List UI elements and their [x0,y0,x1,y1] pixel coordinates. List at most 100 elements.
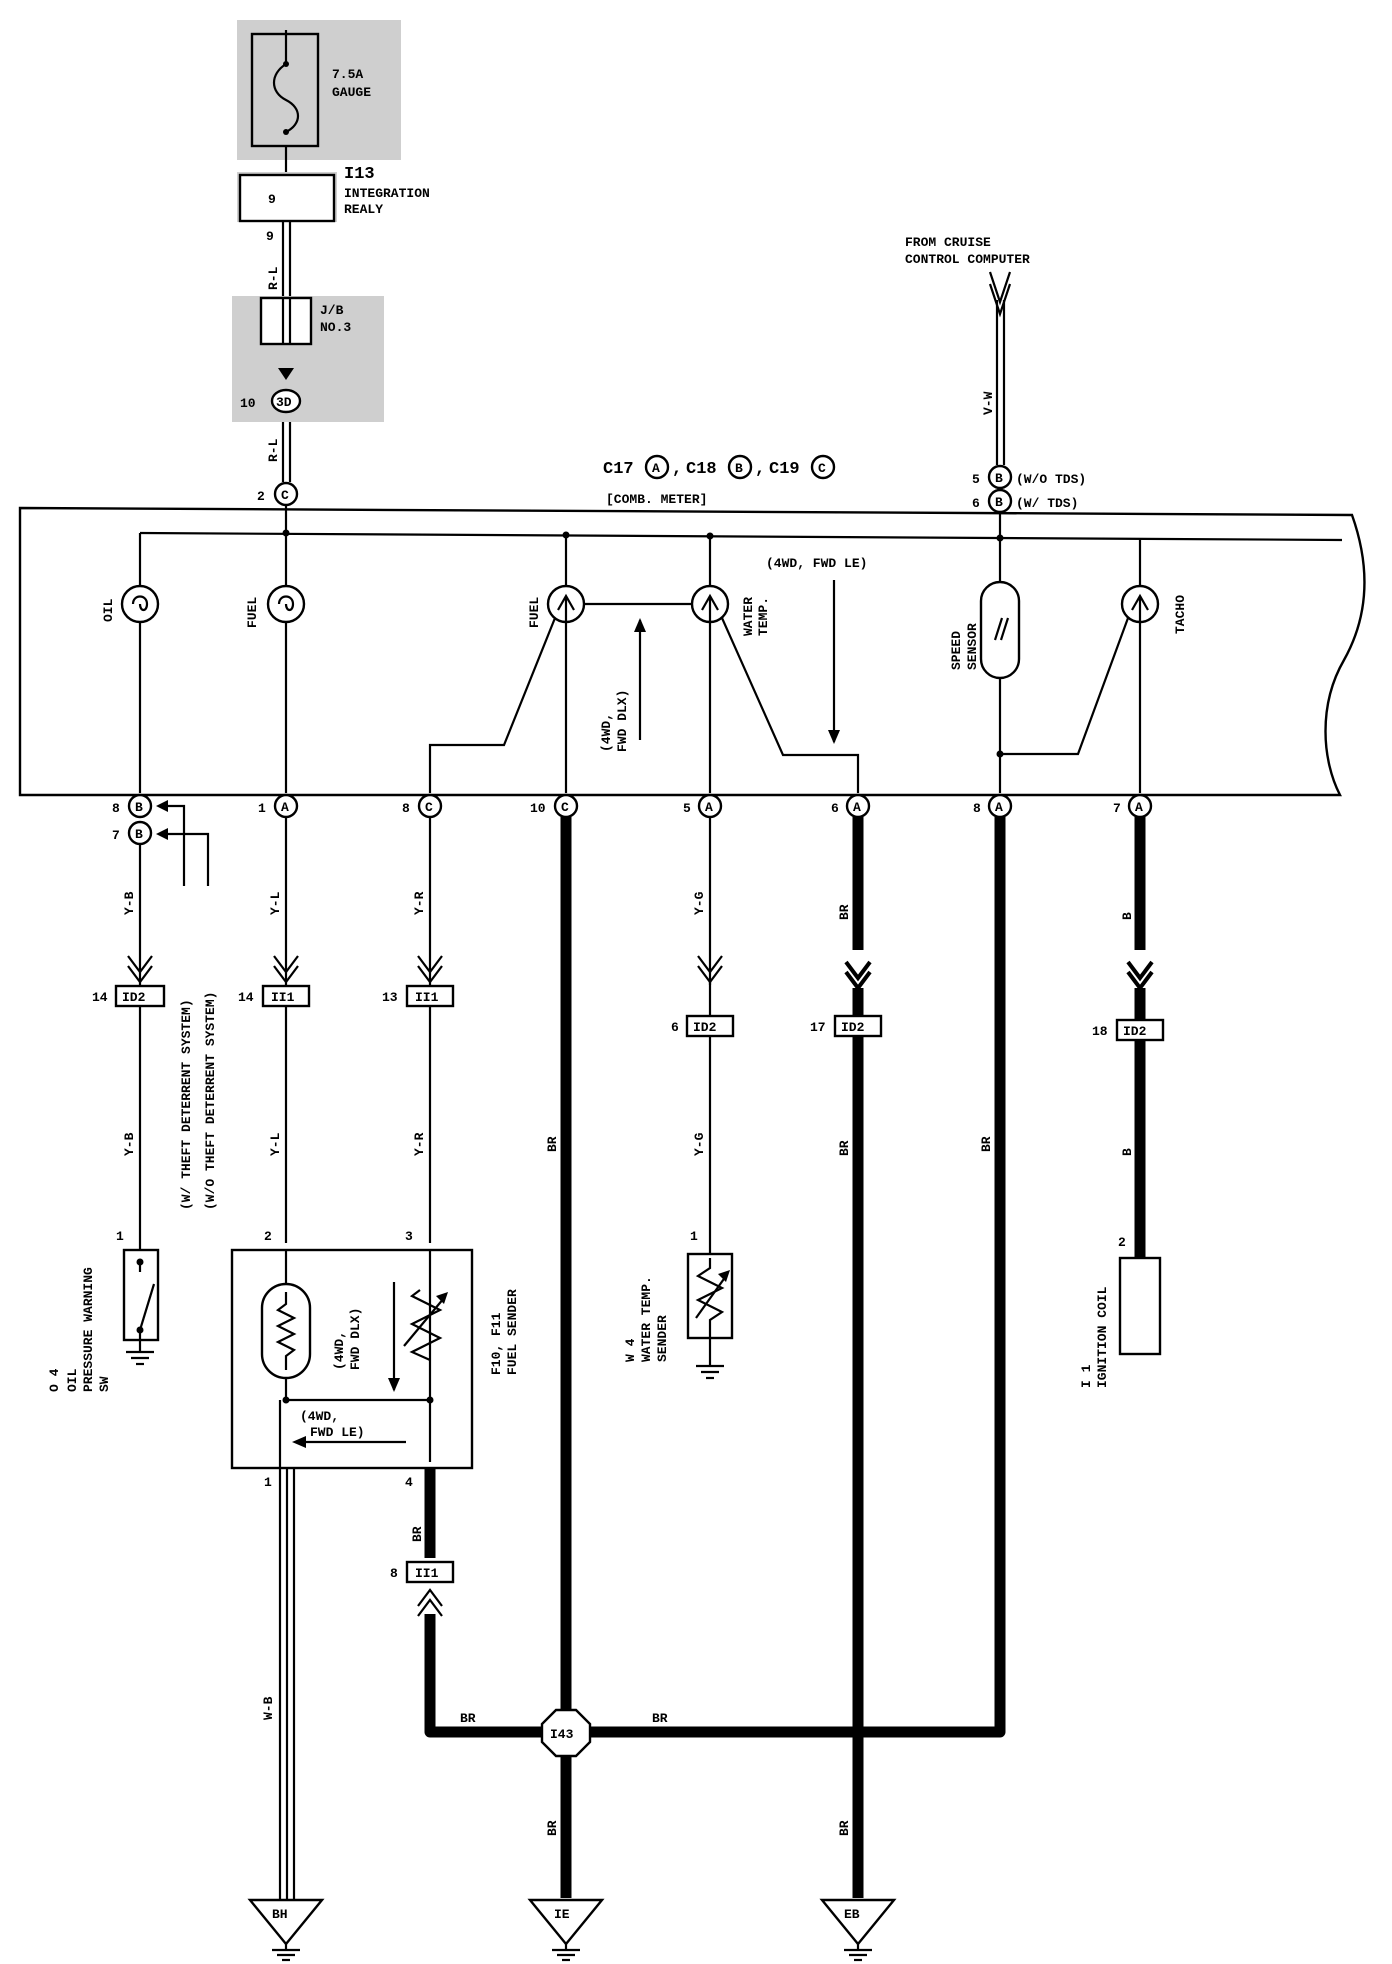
meter-pin-2c: C 2 [257,481,299,507]
meter-name: [COMB. METER] [606,492,707,507]
meter-conn-c19: C19 [769,460,800,479]
meter-speed-2: SENSOR [965,623,980,670]
fuel-sender-pin-2: 2 [264,1229,272,1244]
br-fuel-sender: BR II1 8 BR [390,1468,548,1738]
junction-4-id: ID2 [693,1020,717,1035]
pin-1a-letter: A [281,800,289,815]
cruise-note-a: (W/O TDS) [1016,472,1086,487]
cruise-note-b: (W/ TDS) [1016,496,1078,511]
junction-block-3: 3D 10 J/B NO.3 [232,296,384,422]
meter-conn-letter-a: A [652,461,660,476]
fuel-sender-pin-4: 4 [405,1475,413,1490]
meter-water-1: WATER [741,597,756,636]
cruise-pin-b: 6 [972,496,980,511]
tds-notes: (W/ THEFT DETERRENT SYSTEM) (W/O THEFT D… [156,800,218,1210]
pin-10c-letter: C [561,800,569,815]
pin-7b-number: 7 [112,828,120,843]
pin-7a-number: 7 [1113,801,1121,816]
pin-10c-number: 10 [530,801,546,816]
wire-label-wb: W-B [261,1696,276,1720]
tds-note-with: (W/ THEFT DETERRENT SYSTEM) [179,999,194,1210]
wire-label-b-2: B [1120,1148,1135,1156]
fuse-name: GAUGE [332,85,371,100]
wire-label-yr-2: Y-R [412,1132,427,1156]
fuel-sender-dlx-1: (4WD, [332,1331,347,1370]
meter-conn-letter-c: C [818,461,826,476]
water-sender-id: W 4 [623,1338,638,1362]
jb-connector: 3D [276,395,292,410]
meter-conn-c18: C18 [686,460,717,479]
cruise-line-2: CONTROL COMPUTER [905,252,1030,267]
cruise-input: FROM CRUISE CONTROL COMPUTER V-W B 5 (W/… [905,235,1086,514]
water-sender-name-1: WATER TEMP. [639,1276,654,1362]
meter-le-note: (4WD, FWD LE) [766,556,867,571]
wire-wb: W-B [261,1400,296,1900]
fuel-sender-le-1: (4WD, [300,1409,339,1424]
cruise-line-1: FROM CRUISE [905,235,991,250]
relay-name-2: REALY [344,202,383,217]
pin-6a-number: 6 [831,801,839,816]
ignition-coil-pin: 2 [1118,1235,1126,1250]
cruise-pin-a: 5 [972,472,980,487]
integration-relay: 9 I13 INTEGRATION REALY [237,165,430,223]
meter-pin-2c-number: 2 [257,489,265,504]
junction-7-pin: 8 [390,1566,398,1581]
cruise-conn-b: B [995,495,1003,510]
br-pin-10c: BR BR [545,817,572,1898]
fuse-gauge: 7.5A GAUGE [237,20,401,160]
fuel-sender-pin-1: 1 [264,1475,272,1490]
meter-speed-1: SPEED [949,631,964,670]
water-sender-pin: 1 [690,1229,698,1244]
relay-pin: 9 [268,192,276,207]
tds-note-without: (W/O THEFT DETERRENT SYSTEM) [203,992,218,1210]
meter-fuel-lamp-label: FUEL [245,597,260,628]
meter-dlx-2: FWD DLX) [615,690,630,752]
junction-4-pin: 6 [671,1020,679,1035]
wire-label-br-6a-1: BR [837,904,852,920]
svg-text:,: , [755,460,765,479]
junction-2-id: II1 [271,990,295,1005]
oil-sw-pin: 1 [116,1229,124,1244]
pin-5a-number: 5 [683,801,691,816]
combination-meter: OIL FUEL FUEL (4WD, FWD DLX) WATER TEMP.… [18,506,1366,797]
pin-5a-letter: A [705,800,713,815]
meter-water-2: TEMP. [756,597,771,636]
meter-pin-2c-letter: C [281,488,289,503]
fuel-sender-le-2: FWD LE) [310,1425,365,1440]
wire-label-br-left: BR [460,1711,476,1726]
cruise-conn-a: B [995,471,1003,486]
fuel-sender: 2 3 (4WD, FWD DLX) (4WD, FWD LE) F10, F1… [230,1229,520,1490]
br-pin-6a: BR ID2 17 BR BR [810,817,883,1898]
wire-label-yg-1: Y-G [692,891,707,915]
wire-label-yr-1: Y-R [412,891,427,915]
water-branch: Y-G ID2 6 Y-G 1 W 4 WATER TEMP. SENDER [623,817,735,1380]
wire-label-yg-2: Y-G [692,1132,707,1156]
wire-label-yb-2: Y-B [122,1132,137,1156]
relay-out-pin: 9 [266,229,274,244]
meter-conn-c17: C17 [603,460,634,479]
ignition-coil-name: IGNITION COIL [1095,1286,1110,1388]
wire-label-yl-1: Y-L [268,891,283,915]
jb-name-2: NO.3 [320,320,351,335]
meter-header: C17 A , C18 B , C19 C [COMB. METER] [603,454,836,507]
wire-label-rl-1: R-L [266,266,281,290]
fuse-rating: 7.5A [332,67,363,82]
junction-3-id: II1 [415,990,439,1005]
fuel-sender-id: F10, F11 [489,1312,504,1375]
svg-text:,: , [672,460,682,479]
ground-ie-label: IE [554,1907,570,1922]
oil-branch: Y-B ID2 14 Y-B 1 O 4 OIL PRESSURE WARNIN… [47,844,166,1392]
wire-label-rl-2: R-L [266,438,281,462]
ground-ie: IE [527,1898,605,1962]
pin-8c-number: 8 [402,801,410,816]
junction-6-pin: 18 [1092,1024,1108,1039]
junction-2-pin: 14 [238,990,254,1005]
wire-label-yl-2: Y-L [268,1132,283,1156]
pin-7b-letter: B [135,827,143,842]
fuel-sender-name: FUEL SENDER [505,1289,520,1375]
fuel-lamp-branch: Y-L II1 14 Y-L [238,817,311,1243]
relay-id: I13 [344,165,375,184]
ground-eb-label: EB [844,1907,860,1922]
wire-label-br-8a: BR [979,1136,994,1152]
junction-3-pin: 13 [382,990,398,1005]
